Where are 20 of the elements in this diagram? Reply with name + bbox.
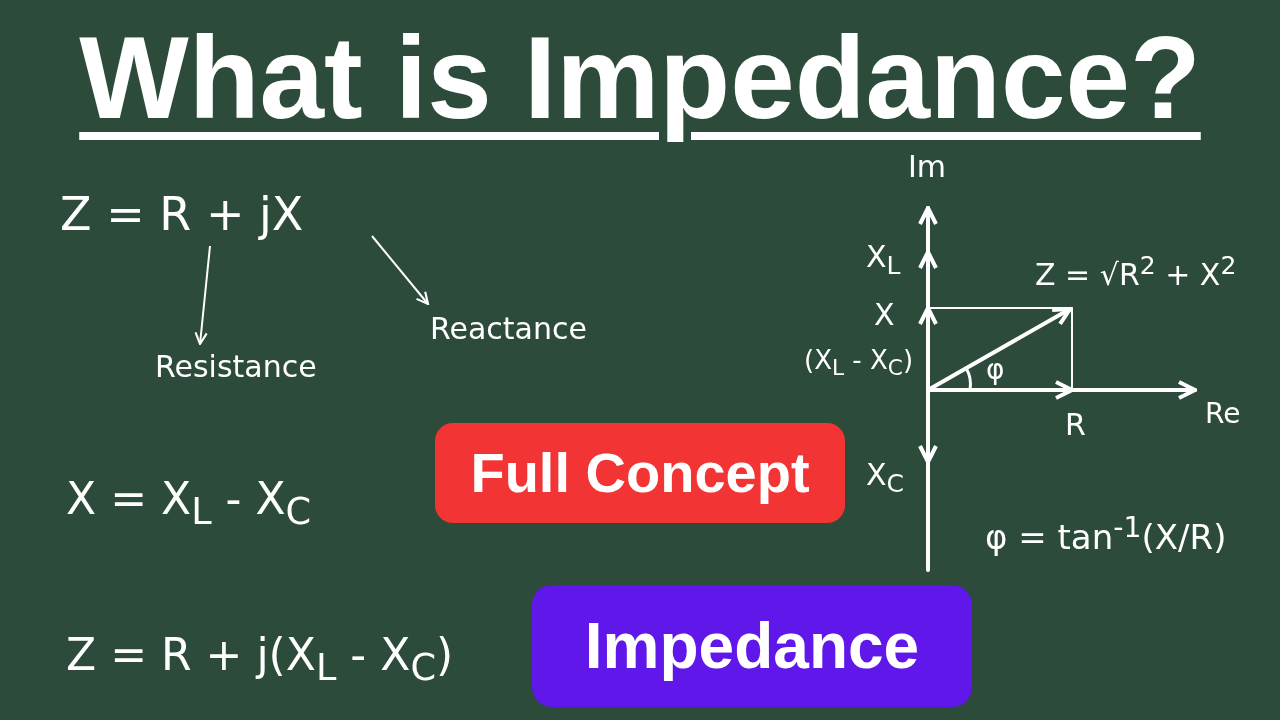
axis-label: (X$_{L}$ - X$_{C}$) — [804, 346, 914, 382]
formula-text: φ = tan$^{-1}$(X/R) — [985, 512, 1227, 558]
axis-label: X$_{L}$ — [866, 240, 901, 281]
formula-text: X = X$_{L}$ - X$_{C}$ — [66, 474, 312, 533]
leader-line — [371, 235, 430, 306]
leader-line — [194, 245, 211, 346]
topic-badge: Impedance — [532, 585, 972, 707]
axis-label: Im — [908, 150, 947, 185]
axis-label: φ — [986, 354, 1005, 387]
leader-text: Resistance — [155, 350, 317, 385]
axis-label: X$_{C}$ — [866, 458, 905, 499]
axis-label: Re — [1205, 398, 1241, 431]
concept-badge: Full Concept — [435, 423, 845, 523]
formula-text: Z = √R$^{2}$ + X$^{2}$ — [1035, 252, 1237, 293]
axis-label: X — [874, 298, 895, 333]
formula-text: Z = R + jX — [60, 188, 304, 241]
axis-label: R — [1065, 408, 1086, 443]
leader-text: Reactance — [430, 312, 587, 347]
formula-text: Z = R + j(X$_{L}$ - X$_{C}$) — [66, 630, 454, 689]
title-heading: What is Impedance? — [78, 12, 1202, 145]
